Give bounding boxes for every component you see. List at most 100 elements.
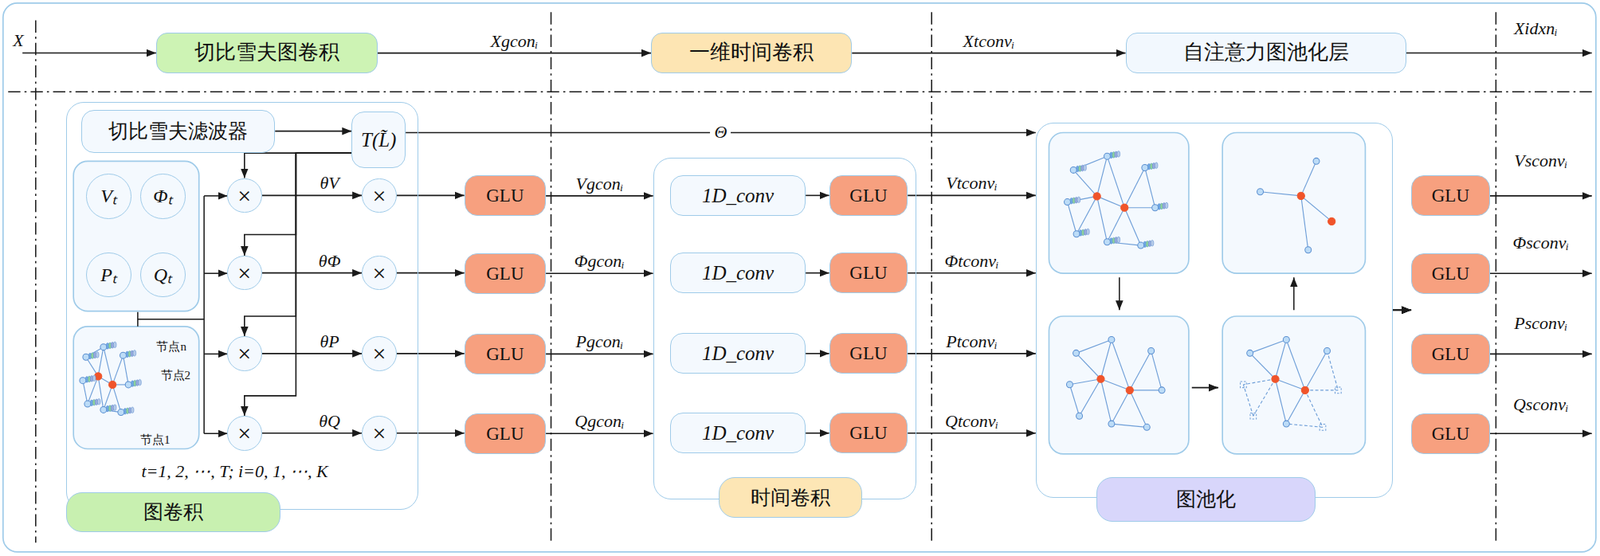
- connector: [244, 152, 352, 337]
- glu-box: GLU: [1411, 253, 1491, 295]
- connector: [907, 272, 1036, 275]
- graph-node: [1143, 423, 1150, 431]
- node-text: 图卷积: [143, 501, 204, 524]
- edge-label: Pgconᵢ: [576, 332, 624, 352]
- signal-label: X: [12, 31, 24, 51]
- feature-stack: [1154, 162, 1158, 169]
- graph-node: [1148, 348, 1155, 355]
- graph-edge: [1100, 339, 1111, 379]
- graph-edge: [1106, 156, 1125, 208]
- graph-node: [1282, 420, 1290, 428]
- graph-edge: [1076, 196, 1098, 234]
- connector: [907, 195, 1036, 197]
- graph-edge: [1097, 156, 1108, 197]
- graph-edge: [1097, 196, 1108, 242]
- node-text: ×: [372, 182, 386, 209]
- graph-node: [100, 344, 107, 351]
- input-arrow: [22, 52, 157, 55]
- graph-edge: [1286, 423, 1323, 428]
- graph-edge: [1243, 384, 1253, 416]
- graph-edge: [1260, 192, 1302, 197]
- process-box: 1D_conv: [670, 333, 806, 374]
- graph-node: [1073, 349, 1080, 357]
- group-tab: 时间卷积: [718, 477, 862, 518]
- connector: [377, 52, 651, 55]
- module-box: 一维时间卷积: [650, 32, 852, 74]
- connector: [907, 352, 1036, 355]
- node-text: GLU: [849, 423, 887, 444]
- node-callout: 节点1: [138, 433, 173, 448]
- signal-label: t=1, 2, ⋯, T; i=0, 1, ⋯, K: [141, 462, 328, 482]
- edge-label: θP: [320, 332, 340, 352]
- feature-stack: [97, 398, 101, 405]
- process-box: T(L̃): [351, 111, 406, 168]
- graph-edge: [1067, 202, 1078, 235]
- graph-edge: [1111, 423, 1147, 428]
- feature-stack: [130, 407, 134, 414]
- connector: [1392, 309, 1412, 311]
- node-text: GLU: [486, 344, 524, 365]
- graph-edge: [1129, 351, 1152, 391]
- feature-stack: [113, 404, 117, 412]
- node-text: ×: [372, 419, 386, 447]
- input-group-box: [73, 160, 200, 311]
- dash-dot-divider: [35, 20, 37, 544]
- glu-box: GLU: [829, 333, 909, 374]
- node-text: ×: [372, 259, 386, 287]
- variable-circle: Qₜ: [140, 252, 185, 298]
- graph-edge: [1275, 379, 1306, 391]
- graph-edge: [1111, 339, 1130, 390]
- key-node: [1093, 192, 1101, 200]
- node-text: 一维时间卷积: [689, 41, 814, 65]
- graph-node: [120, 352, 127, 359]
- flow-arrow: [1293, 277, 1295, 310]
- feature-stack: [1117, 151, 1121, 158]
- graph-edge: [1069, 379, 1101, 385]
- edge-label: Vtconvᵢ: [945, 173, 998, 193]
- graph-edge: [1145, 168, 1156, 208]
- graph-node: [1313, 157, 1320, 165]
- feature-stack: [1164, 202, 1169, 209]
- graph-edge: [1124, 207, 1141, 246]
- graph-illustration: [1066, 336, 1165, 431]
- graph-node: [1103, 239, 1110, 246]
- group-frame: 图卷积切比雪夫滤波器T(L̃)VₜΦₜPₜQₜ××××××××: [66, 101, 419, 510]
- graph-node: [1108, 336, 1115, 343]
- graph-edge: [112, 355, 123, 385]
- graph-edge: [122, 355, 129, 385]
- signal-label: Xidxnᵢ: [1513, 19, 1558, 39]
- graph-edge: [98, 376, 104, 410]
- connector: [805, 195, 829, 197]
- node-text: 切比雪夫滤波器: [108, 120, 248, 143]
- node-text: 1D_conv: [701, 262, 774, 285]
- graph-edge: [1076, 339, 1112, 353]
- edge-label: Xtconvᵢ: [963, 31, 1016, 51]
- glu-box: GLU: [1411, 333, 1491, 375]
- feed-arrow: [203, 353, 228, 356]
- feature-stack: [133, 350, 137, 357]
- connector: [805, 272, 829, 275]
- graph-node: [1282, 336, 1290, 343]
- feed-arrow: [203, 432, 228, 435]
- graph-illustration: [79, 341, 142, 416]
- connector: [262, 272, 363, 275]
- graph-panel: [1222, 316, 1365, 455]
- graph-edge: [103, 347, 113, 385]
- graph-node: [1247, 349, 1254, 357]
- node-text: Vₜ: [100, 185, 118, 207]
- output-arrow: [1490, 195, 1593, 197]
- output-arrow: [1406, 52, 1593, 55]
- output-arrow: [1490, 432, 1593, 435]
- feed-tick: [137, 312, 139, 327]
- graph-edge: [1250, 352, 1276, 379]
- graph-node: [100, 406, 107, 413]
- key-node: [1125, 386, 1134, 394]
- node-text: GLU: [486, 263, 524, 284]
- multiply-node: ×: [361, 415, 397, 451]
- graph-edge: [1124, 207, 1155, 208]
- graph-edge: [1286, 390, 1306, 424]
- process-box: 1D_conv: [670, 175, 806, 216]
- node-callout: 节点2: [159, 368, 193, 383]
- graph-edge: [1305, 389, 1338, 391]
